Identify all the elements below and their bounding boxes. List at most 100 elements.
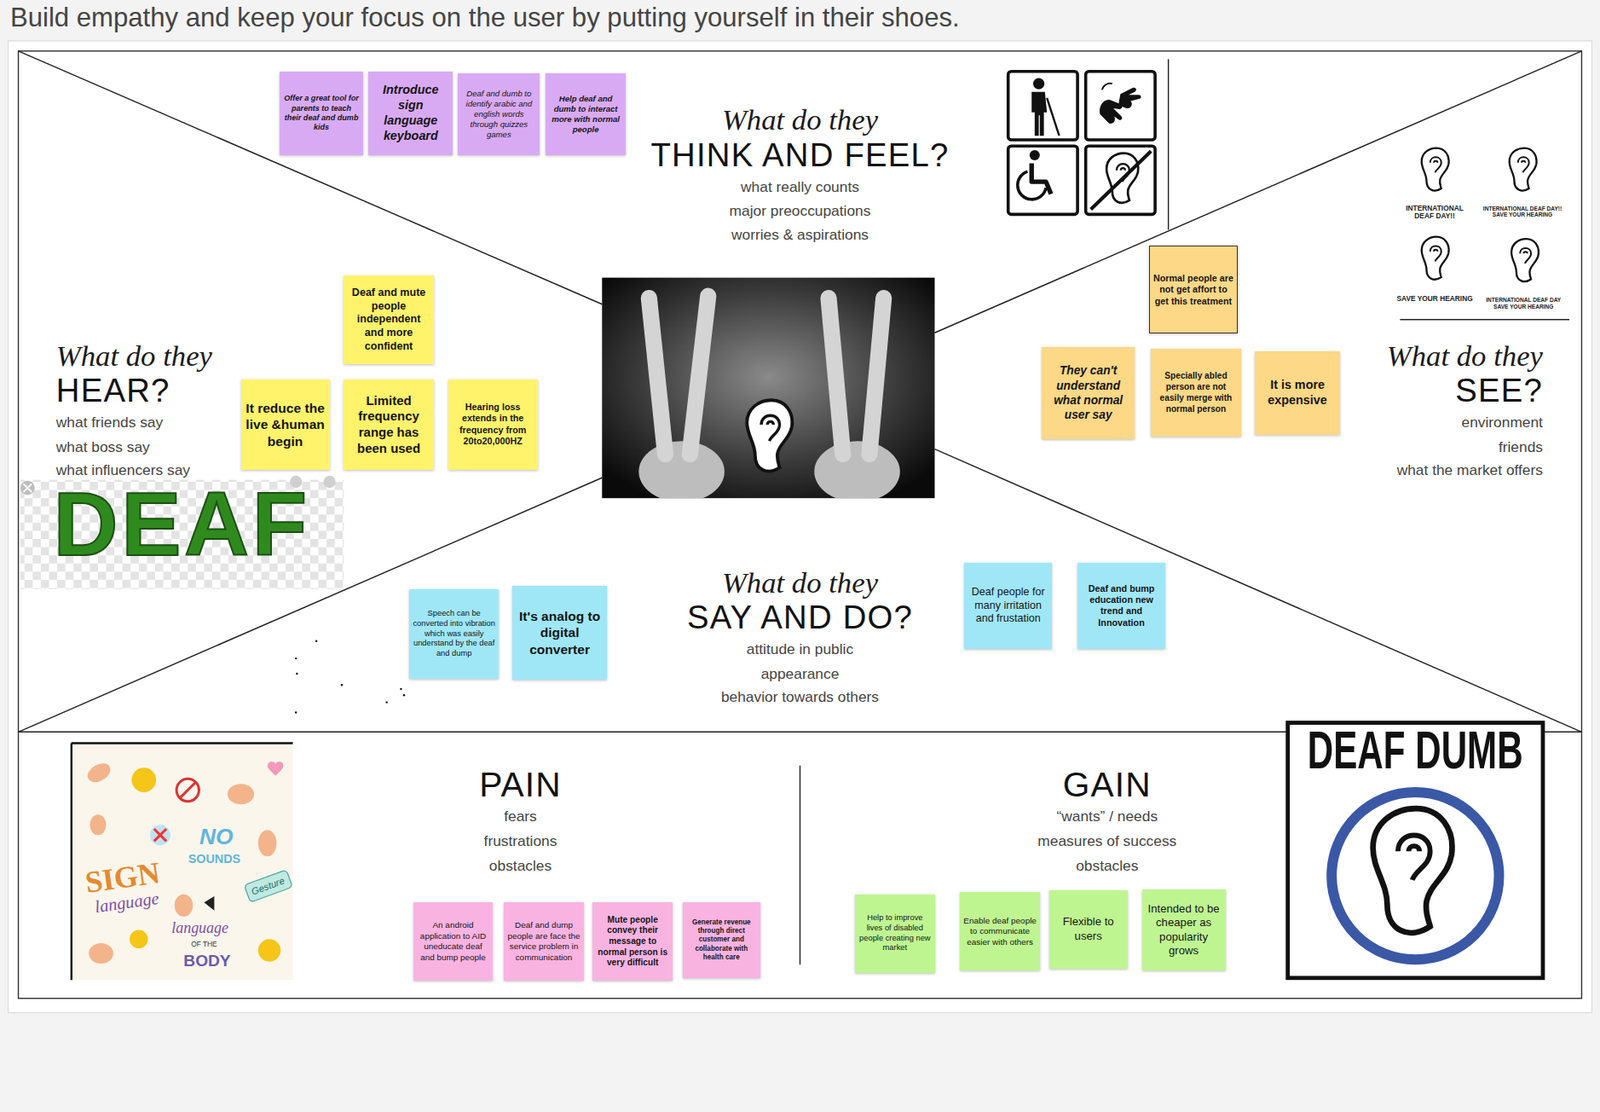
slash <box>1091 150 1152 209</box>
note-text: Deaf and dump people are face the servic… <box>507 919 581 963</box>
sticky-note: Help to improve lives of disabled people… <box>854 894 935 973</box>
image-edge <box>70 742 73 980</box>
finger <box>828 298 844 455</box>
accessibility-icons <box>1008 71 1156 215</box>
finger <box>689 295 709 455</box>
sticky-note: It is more expensive <box>1254 351 1340 435</box>
quadrant-text: fears <box>254 807 786 826</box>
note-text: Deaf and dumb to identify arabic and eng… <box>461 88 538 140</box>
sign-hand-icon <box>1118 87 1142 109</box>
sign-language-image <box>71 742 294 980</box>
ear-symbol <box>746 399 792 471</box>
wheelchair-wheel <box>1017 171 1046 200</box>
map-quadrant: What do theyHEAR?what friends saywhat bo… <box>18 51 769 732</box>
quadrant-text: what really counts <box>534 178 1065 197</box>
quadrant-text: measures of success <box>842 831 1373 850</box>
note-text: Deaf people for many irritation and frus… <box>967 585 1050 626</box>
icon-tile <box>1008 71 1078 140</box>
mute-symbol <box>176 778 199 801</box>
icon-tile <box>1008 145 1078 214</box>
dot <box>340 683 343 686</box>
sticky-note: Normal people are not get affort to get … <box>1149 245 1238 334</box>
note-text: Help to improve lives of disabled people… <box>858 912 932 954</box>
map-layout <box>8 40 1593 1013</box>
sticky-note: Help deaf and dumb to interact more with… <box>545 73 625 156</box>
sticky-note: Deaf and dumb to identify arabic and eng… <box>457 73 540 156</box>
emoji-symbol <box>129 929 149 949</box>
note-text: It's analog to digital converter <box>515 607 605 658</box>
image-label: language <box>159 919 242 937</box>
hand-symbol <box>84 759 114 786</box>
sticky-note: It reduce the live &human begin <box>241 379 330 469</box>
image-label: DEAF DUMB <box>1305 721 1526 780</box>
image-edge <box>71 741 294 744</box>
quadrant-text: friends <box>1114 438 1543 457</box>
tag-shape <box>243 869 293 902</box>
note-text: Intended to be cheaper as popularity gro… <box>1144 901 1223 959</box>
hand-symbol <box>89 814 106 835</box>
quadrant-text: frustrations <box>254 831 786 850</box>
dot <box>385 700 388 703</box>
palm <box>814 440 901 498</box>
quadrant-text: worries & aspirations <box>534 225 1065 244</box>
close-badge <box>20 480 35 496</box>
sticky-note: Speech can be converted into vibration w… <box>409 589 499 679</box>
sticky-note: Deaf and dump people are face the servic… <box>503 901 584 981</box>
quadrant-heading: GAIN <box>842 763 1373 806</box>
image-label: DEAF <box>28 474 336 574</box>
icon-tile <box>1085 145 1156 214</box>
image-ground <box>71 742 294 980</box>
quadrant-text: behavior towards others <box>534 687 1065 706</box>
sticky-note: Enable deaf people to communicate easier… <box>959 891 1040 971</box>
note-text: Speech can be converted into vibration w… <box>412 608 497 659</box>
ear-symbol <box>1509 148 1537 191</box>
wheelchair-icon <box>1031 163 1052 195</box>
sticky-note: Limited frequency range has been used <box>343 379 434 469</box>
note-text: Offer a great tool for parents to teach … <box>283 93 361 133</box>
deaf-sign-image <box>20 475 344 590</box>
dot <box>403 693 405 696</box>
motion-arc <box>1102 83 1113 91</box>
image-label: BODY <box>171 951 243 970</box>
ear-symbol <box>1421 236 1450 280</box>
sticky-note: Deaf people for many irritation and frus… <box>964 562 1052 650</box>
divider-line <box>1399 318 1570 320</box>
ear-symbol <box>1511 238 1539 282</box>
scatter-dots <box>294 640 405 714</box>
badge <box>323 475 336 488</box>
dot <box>294 657 297 659</box>
divider-line <box>1167 58 1169 230</box>
note-text: They can't understand what normal user s… <box>1045 363 1133 422</box>
sticky-note: Introduce sign language keyboard <box>368 71 453 156</box>
sticky-note: Generate revenue through direct customer… <box>682 901 761 978</box>
sticky-note: They can't understand what normal user s… <box>1041 346 1135 439</box>
note-text: Mute people convey their message to norm… <box>595 914 670 970</box>
mute-symbol <box>179 781 197 798</box>
note-text: Generate revenue through direct customer… <box>685 918 757 962</box>
blind-person-icon <box>1031 92 1047 136</box>
quadrant-text: major preoccupations <box>534 202 1065 220</box>
ear-symbol <box>1421 148 1450 191</box>
sticky-note: Deaf and mute people independent and mor… <box>343 275 434 364</box>
note-text: Help deaf and dumb to interact more with… <box>548 93 623 135</box>
icon-tile <box>1085 71 1156 140</box>
image-label: INTERNATIONAL DEAF DAY!! <box>1397 204 1472 220</box>
sticky-note: Intended to be cheaper as popularity gro… <box>1142 889 1226 971</box>
sticky-note: Flexible to users <box>1049 889 1128 969</box>
note-text: Deaf and bump education new trend and In… <box>1080 583 1163 630</box>
hand-symbol <box>174 894 194 917</box>
image-label: INTERNATIONAL DEAF DAY SAVE YOUR HEARING <box>1482 296 1565 309</box>
divider-line <box>18 51 603 305</box>
note-text: Hearing loss extends in the frequency fr… <box>450 401 535 448</box>
note-text: An android application to AID uneducate … <box>415 919 490 963</box>
close-badge <box>23 483 33 492</box>
hand-symbol <box>88 942 114 964</box>
image-label: INTERNATIONAL DEAF DAY!! SAVE YOUR HEARI… <box>1481 205 1564 218</box>
sticky-note: Deaf and bump education new trend and In… <box>1077 562 1166 650</box>
heart-symbol <box>267 761 284 776</box>
speaker-symbol <box>203 895 214 911</box>
divider-line <box>935 449 1583 733</box>
sticky-note: Mute people convey their message to norm… <box>592 901 672 981</box>
quadrant-text: obstacles <box>842 856 1373 875</box>
note-text: Enable deaf people to communicate easier… <box>963 915 1037 948</box>
